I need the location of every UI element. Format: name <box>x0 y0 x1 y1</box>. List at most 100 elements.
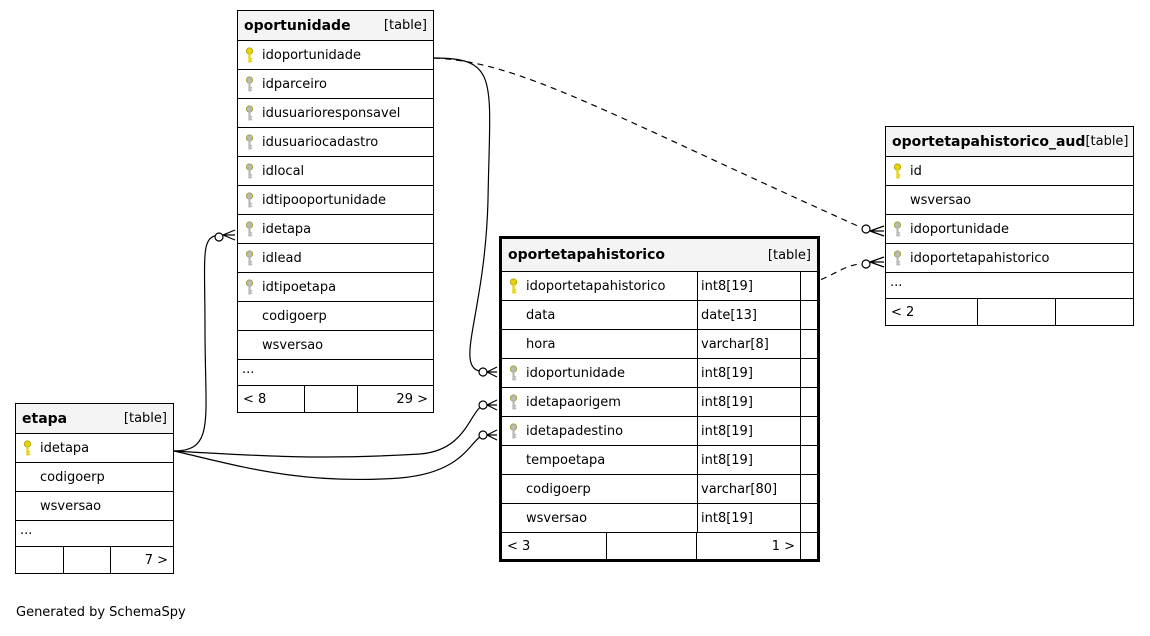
column-name: idetapaorigem <box>526 394 621 410</box>
column-type: int8[19] <box>697 446 801 474</box>
column-type: date[13] <box>697 301 801 329</box>
column-type: int8[19] <box>697 388 801 416</box>
foreign-key-icon <box>238 99 260 127</box>
column-row-idparceiro[interactable]: idparceiro <box>238 70 433 99</box>
parents-count[interactable]: < 8 <box>238 386 305 412</box>
column-name: idoportetapahistorico <box>910 250 1050 266</box>
no-key-spacer <box>886 186 908 214</box>
table-header: oportetapahistorico [table] <box>502 239 817 272</box>
parents-count[interactable]: < 3 <box>502 533 607 559</box>
column-type: int8[19] <box>697 272 801 300</box>
table-name[interactable]: oportetapahistorico <box>508 247 665 263</box>
link-etapa-to-oportunidade <box>173 234 223 452</box>
foreign-key-icon <box>238 157 260 185</box>
parents-count[interactable]: < 2 <box>886 299 978 325</box>
column-row-idtipoetapa[interactable]: idtipoetapa <box>238 273 433 302</box>
column-row-idlead[interactable]: idlead <box>238 244 433 273</box>
column-row-hora[interactable]: hora varchar[8] <box>502 330 817 359</box>
link-oportunidade-to-aud <box>433 57 861 228</box>
table-oportunidade[interactable]: oportunidade [table] idoportunidade idpar… <box>237 10 434 413</box>
children-count[interactable]: 29 > <box>396 391 428 407</box>
marker-aud-idoportetapahistorico <box>861 256 885 269</box>
table-kind: [table] <box>767 247 811 263</box>
table-name[interactable]: oportunidade <box>244 17 351 34</box>
link-oportunidade-to-historico <box>433 57 491 373</box>
column-row-idusuariocadastro[interactable]: idusuariocadastro <box>238 128 433 157</box>
column-row-wsversao[interactable]: wsversao <box>16 492 173 521</box>
no-key-spacer <box>502 301 524 329</box>
more-columns: ... <box>238 360 433 386</box>
column-name: idetapa <box>40 440 90 456</box>
column-name: id <box>910 163 922 179</box>
marker-historico-idetapaorigem <box>478 399 498 411</box>
column-row-idetapa[interactable]: idetapa <box>16 434 173 463</box>
table-footer: 7 > <box>16 547 173 573</box>
foreign-key-icon <box>238 215 260 243</box>
column-name: codigoerp <box>40 469 105 485</box>
table-name[interactable]: etapa <box>22 410 68 427</box>
column-list: idetapa codigoerp wsversao <box>16 434 173 521</box>
no-key-spacer <box>502 330 524 358</box>
column-row-idoportetapahistorico[interactable]: idoportetapahistorico <box>886 244 1133 273</box>
column-row-wsversao[interactable]: wsversao <box>238 331 433 360</box>
footer-spacer <box>305 386 358 412</box>
table-footer: < 3 1 > <box>502 533 817 559</box>
column-row-idetapa[interactable]: idetapa <box>238 215 433 244</box>
no-key-spacer <box>502 475 524 503</box>
footer-spacer <box>607 533 697 559</box>
foreign-key-icon <box>886 215 908 243</box>
column-type: varchar[80] <box>697 475 801 503</box>
table-header: oportunidade [table] <box>238 11 433 41</box>
column-name: idusuarioresponsavel <box>262 105 401 121</box>
primary-key-icon <box>502 272 524 300</box>
column-row-idoportunidade[interactable]: idoportunidade <box>238 41 433 70</box>
no-key-spacer <box>502 504 524 532</box>
table-name[interactable]: oportetapahistorico_aud <box>892 133 1086 150</box>
column-type: varchar[8] <box>697 330 801 358</box>
column-row-idusuarioresponsavel[interactable]: idusuarioresponsavel <box>238 99 433 128</box>
generated-by-caption: Generated by SchemaSpy <box>16 605 186 620</box>
column-name: hora <box>526 336 556 352</box>
link-etapa-to-destino <box>173 434 487 481</box>
marker-historico-idetapadestino <box>478 429 498 441</box>
primary-key-icon <box>238 41 260 69</box>
footer-spacer <box>64 547 111 573</box>
column-name: idoportunidade <box>262 47 362 63</box>
column-name: idetapadestino <box>526 423 624 439</box>
footer-spacer <box>978 299 1056 325</box>
column-name: codigoerp <box>526 481 591 497</box>
foreign-key-icon <box>886 244 908 272</box>
table-oportetapahistorico[interactable]: oportetapahistorico [table] idoportetapa… <box>499 236 820 562</box>
marker-oportunidade-idetapa <box>214 229 236 242</box>
table-kind: [table] <box>123 411 167 426</box>
column-row-idetapaorigem[interactable]: idetapaorigem int8[19] <box>502 388 817 417</box>
link-etapa-to-origem <box>173 404 487 458</box>
column-row-idlocal[interactable]: idlocal <box>238 157 433 186</box>
column-row-id[interactable]: id <box>886 157 1133 186</box>
column-row-wsversao[interactable]: wsversao <box>886 186 1133 215</box>
column-row-codigoerp[interactable]: codigoerp varchar[80] <box>502 475 817 504</box>
column-list: idoportunidade idparceiro idusuariorespons… <box>238 41 433 360</box>
column-name: wsversao <box>526 510 588 526</box>
primary-key-icon <box>886 157 908 185</box>
column-row-codigoerp[interactable]: codigoerp <box>238 302 433 331</box>
column-row-idtipooportunidade[interactable]: idtipooportunidade <box>238 186 433 215</box>
children-count[interactable]: 7 > <box>144 552 168 568</box>
children-count[interactable]: 1 > <box>697 533 801 559</box>
column-name: idlocal <box>262 163 305 179</box>
column-name: idusuariocadastro <box>262 134 379 150</box>
column-name: codigoerp <box>262 308 327 324</box>
column-type: int8[19] <box>697 417 801 445</box>
column-row-idetapadestino[interactable]: idetapadestino int8[19] <box>502 417 817 446</box>
primary-key-icon <box>16 434 38 462</box>
column-row-codigoerp[interactable]: codigoerp <box>16 463 173 492</box>
column-row-idoportunidade[interactable]: idoportunidade <box>886 215 1133 244</box>
